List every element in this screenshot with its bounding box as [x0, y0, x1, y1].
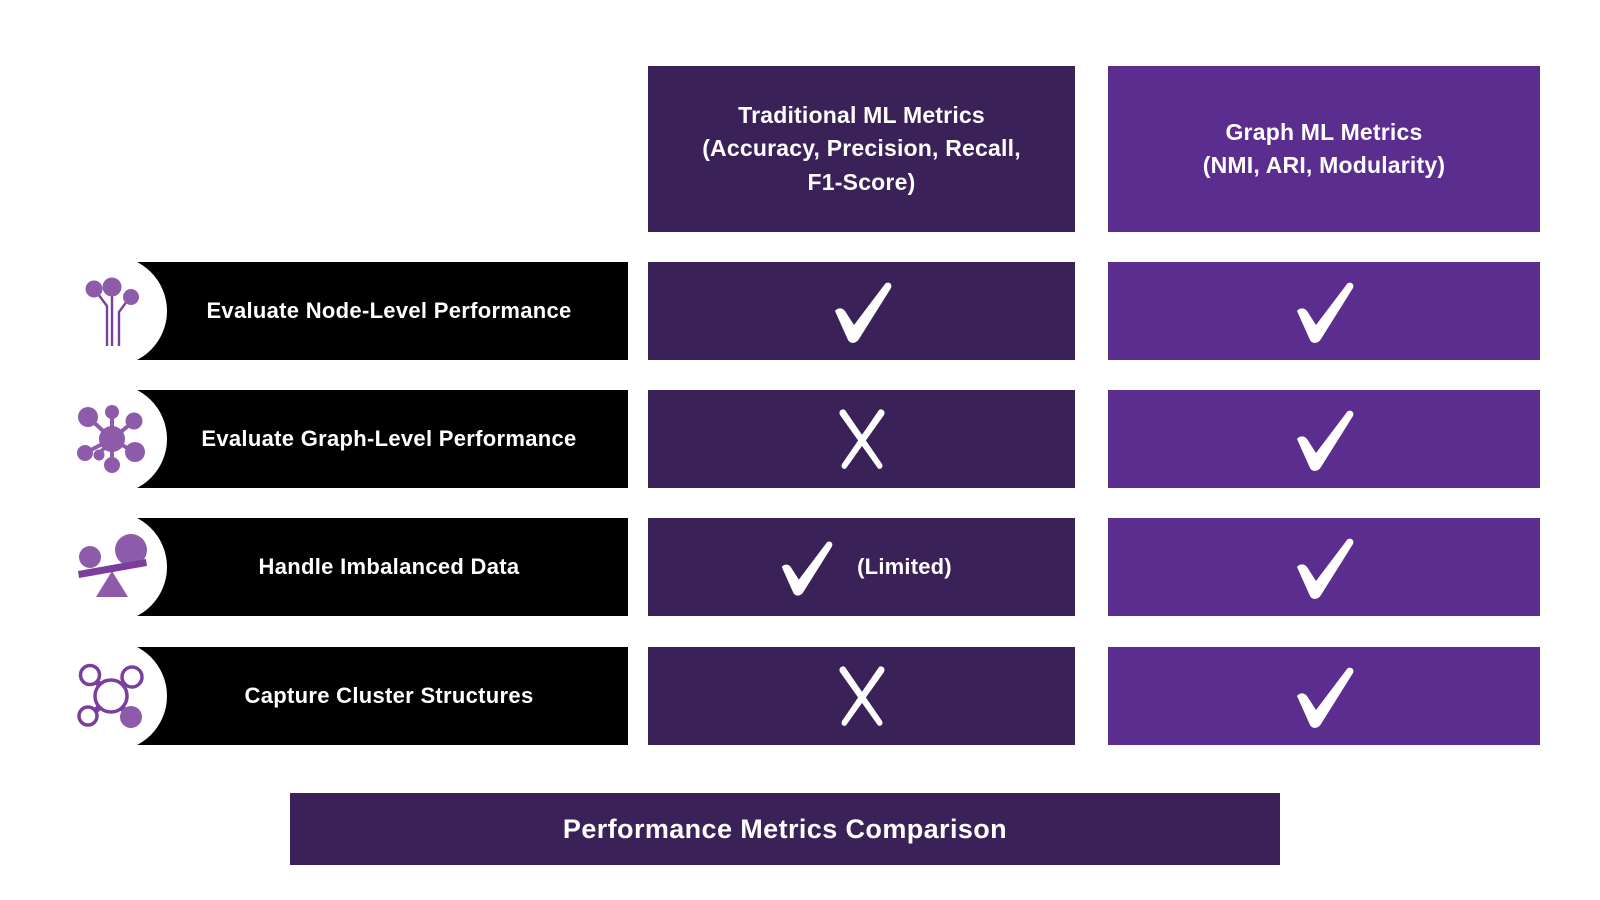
footer-banner-title: Performance Metrics Comparison — [562, 813, 1008, 844]
cell-traditional: (Limited) — [648, 518, 1075, 616]
footer-banner: Performance Metrics Comparison — [290, 793, 1280, 865]
table-row: Capture Cluster Structures — [0, 641, 1600, 751]
column-header-traditional: Traditional ML Metrics (Accuracy, Precis… — [648, 66, 1075, 232]
column-header-graph-text: Graph ML Metrics (NMI, ARI, Modularity) — [1202, 118, 1446, 178]
cell-graph — [1108, 647, 1540, 745]
circuit-nodes-icon — [57, 256, 167, 366]
table-row: Handle Imbalanced Data (Limited) — [0, 512, 1600, 622]
mark-wrap: (Limited) — [771, 533, 952, 601]
cell-traditional — [648, 647, 1075, 745]
mark-wrap — [1285, 275, 1363, 347]
check-icon — [1297, 667, 1354, 728]
cell-graph — [1108, 390, 1540, 488]
cell-note: (Limited) — [857, 554, 952, 579]
mark-wrap — [1285, 403, 1363, 475]
cross-icon — [838, 666, 885, 726]
row-label: Handle Imbalanced Data — [258, 554, 520, 579]
cross-icon — [838, 409, 885, 469]
check-icon — [1297, 538, 1354, 599]
row-label-bar: Evaluate Node-Level Performance — [100, 262, 628, 360]
check-icon — [834, 282, 891, 343]
row-label: Evaluate Node-Level Performance — [206, 298, 572, 323]
network-hub-icon — [57, 384, 167, 494]
column-header-traditional-text: Traditional ML Metrics (Accuracy, Precis… — [702, 101, 1021, 195]
mark-wrap — [1285, 660, 1363, 732]
cell-traditional — [648, 390, 1075, 488]
column-header-graph: Graph ML Metrics (NMI, ARI, Modularity) — [1108, 66, 1540, 232]
cell-graph — [1108, 262, 1540, 360]
row-label-bar: Handle Imbalanced Data — [100, 518, 628, 616]
cell-graph — [1108, 518, 1540, 616]
molecule-cluster-icon — [57, 641, 167, 751]
balance-scale-icon — [57, 512, 167, 622]
row-label-bar: Capture Cluster Structures — [100, 647, 628, 745]
row-label: Evaluate Graph-Level Performance — [201, 426, 577, 451]
mark-wrap — [1285, 531, 1363, 603]
mark-wrap — [831, 661, 893, 731]
row-label-bar: Evaluate Graph-Level Performance — [100, 390, 628, 488]
cell-traditional — [648, 262, 1075, 360]
check-icon — [1297, 282, 1354, 343]
mark-wrap — [823, 275, 901, 347]
row-label: Capture Cluster Structures — [244, 683, 534, 708]
check-icon — [1297, 410, 1354, 471]
table-row: Evaluate Node-Level Performance — [0, 256, 1600, 366]
check-icon — [781, 541, 833, 596]
mark-wrap — [831, 404, 893, 474]
table-row: Evaluate Graph-Level Performance — [0, 384, 1600, 494]
